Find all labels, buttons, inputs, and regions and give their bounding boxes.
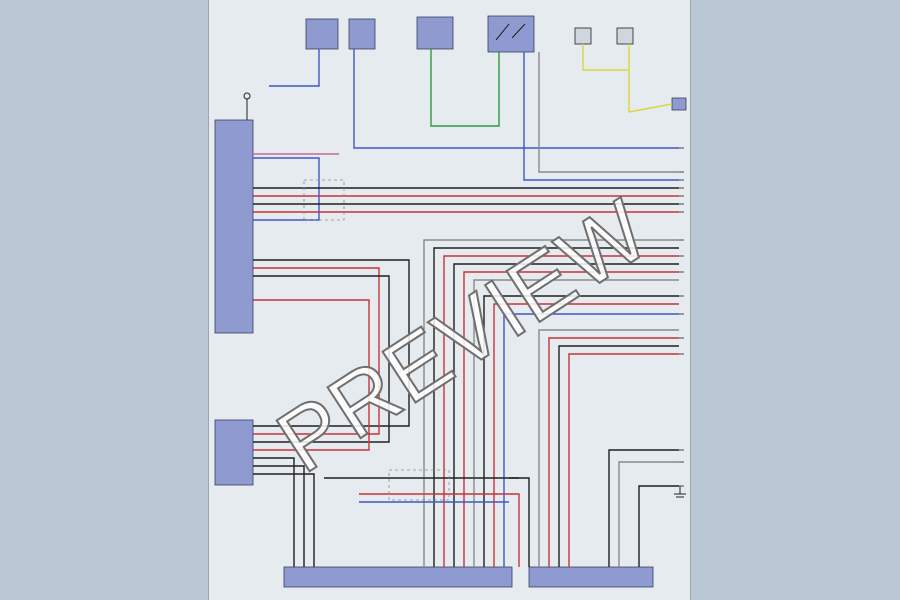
multimedia-connector-bottom	[283, 566, 513, 588]
wire-red-m1	[253, 267, 380, 435]
right-terminal-column	[679, 147, 684, 487]
wire-gray-t1	[538, 329, 679, 567]
wiring-diagram-sheet	[208, 0, 691, 600]
wire-red-t2	[568, 353, 679, 567]
wire-blue-top	[269, 49, 320, 87]
wire-blue-b4	[503, 313, 679, 567]
wire-red-b1	[443, 255, 679, 567]
wire-black-b3	[483, 295, 679, 567]
wire-gray-t3	[618, 461, 679, 567]
wiring-diagram	[214, 15, 687, 588]
wire-black-t4	[638, 485, 679, 567]
wire-gray-r1	[538, 52, 679, 173]
wire-black-t1	[558, 345, 679, 567]
wire-red-t1	[548, 337, 679, 567]
telephone-connector-bottom	[528, 566, 654, 588]
wire-gray-b1	[423, 239, 679, 567]
shield-outline-left	[303, 179, 345, 221]
wire-yellow-b	[628, 70, 673, 113]
wire-black-m1	[253, 259, 410, 427]
shield-outline-bottom	[388, 469, 450, 501]
switch-icon	[495, 23, 526, 41]
wire-black-b2	[453, 263, 679, 567]
wire-black-m2	[253, 275, 390, 443]
ground-icon	[674, 486, 686, 498]
wire-red-b2	[463, 271, 679, 567]
fuse-box-middle	[348, 18, 376, 50]
top-components	[305, 15, 687, 111]
connector-right-top	[616, 27, 634, 45]
audio-jack-adapter-unit	[214, 419, 254, 486]
connector-left-top	[574, 27, 592, 45]
wire-harness	[253, 44, 679, 567]
wire-gray-b2	[473, 279, 679, 567]
wire-blue-mid	[523, 52, 679, 181]
radio-receiver-unit	[214, 119, 254, 334]
wire-blue-left	[253, 157, 320, 221]
wire-black-j1	[253, 457, 295, 567]
wire-green	[430, 49, 500, 127]
wire-blue-main	[353, 49, 679, 149]
wire-yellow-a	[582, 44, 630, 71]
wire-black-j3	[253, 473, 315, 567]
wire-black-j2	[253, 465, 305, 567]
fuse-box-left	[305, 18, 339, 50]
antenna-icon	[243, 92, 251, 120]
wire-black-bridge2	[509, 477, 530, 567]
relay-box	[416, 16, 454, 50]
wire-red-m2	[253, 299, 370, 451]
relay-small-right	[671, 97, 687, 111]
wire-red-b3	[493, 303, 679, 567]
wire-red-bridge	[359, 493, 520, 567]
wire-black-b1	[433, 247, 679, 567]
wire-black-t2	[608, 449, 679, 567]
switch-box	[487, 15, 535, 53]
